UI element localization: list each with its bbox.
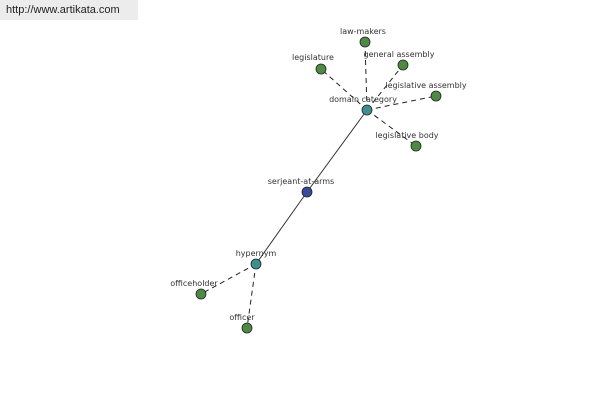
node-label-lawmakers[interactable]: law-makers (340, 27, 386, 36)
node-serjeant[interactable] (301, 186, 313, 198)
node-lawmakers[interactable] (359, 36, 371, 48)
node-domain[interactable] (361, 104, 373, 116)
watermark-banner: http://www.artikata.com (0, 0, 138, 20)
node-legassembly[interactable] (430, 90, 442, 102)
edge-domain-legbody (366, 109, 417, 147)
edge-domain-genassembly (366, 64, 404, 111)
edge-domain-legislature (320, 68, 368, 111)
node-officeholder[interactable] (195, 288, 207, 300)
edge-layer (200, 41, 437, 329)
node-layer (195, 36, 442, 334)
edge-hypernym-officer (246, 263, 257, 329)
label-layer: serjeant-at-arms domain category hypernym l… (170, 27, 467, 322)
edge-serjeant-domain (306, 109, 368, 193)
node-label-genassembly[interactable]: general assembly (364, 50, 435, 59)
node-label-hypernym[interactable]: hypernym (236, 249, 277, 258)
edge-hypernym-officeholder (200, 263, 257, 295)
node-label-legbody[interactable]: legislative body (375, 131, 438, 140)
node-label-legislature[interactable]: legislature (292, 53, 334, 62)
node-label-officeholder[interactable]: officeholder (170, 279, 218, 288)
node-label-officer[interactable]: officer (229, 313, 255, 322)
edge-domain-legassembly (366, 95, 437, 111)
node-hypernym[interactable] (250, 258, 262, 270)
node-legbody[interactable] (410, 140, 422, 152)
node-label-legassembly[interactable]: legislative assembly (385, 81, 467, 90)
node-officer[interactable] (241, 322, 253, 334)
edge-serjeant-hypernym (255, 191, 308, 265)
watermark-text[interactable]: http://www.artikata.com (6, 4, 120, 16)
node-genassembly[interactable] (397, 59, 409, 71)
node-label-domain[interactable]: domain category (329, 95, 397, 104)
node-legislature[interactable] (315, 63, 327, 75)
node-label-serjeant[interactable]: serjeant-at-arms (268, 177, 334, 186)
edge-domain-lawmakers (364, 41, 368, 111)
